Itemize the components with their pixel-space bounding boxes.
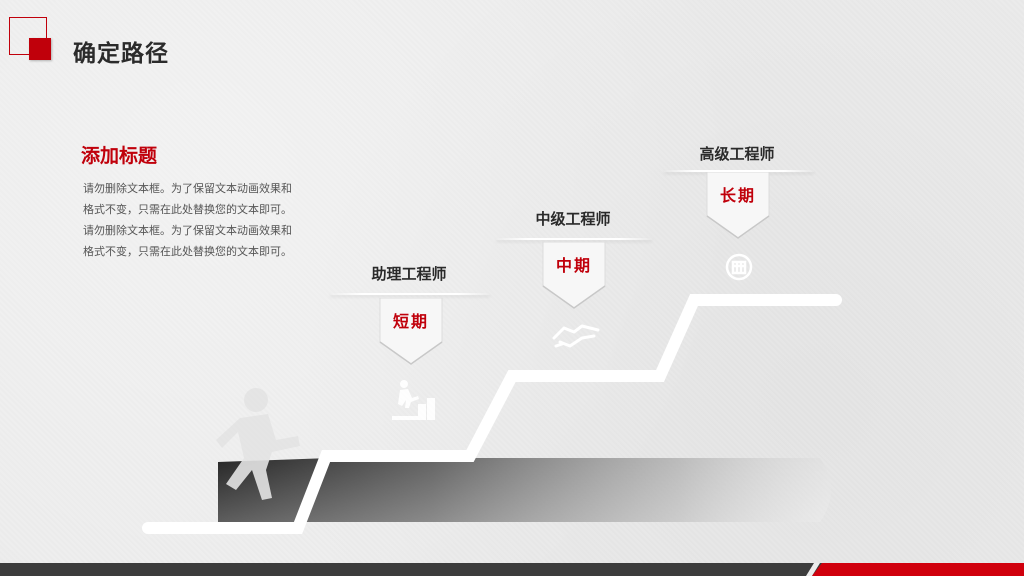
page-title: 确定路径 (73, 41, 169, 67)
stage-shelf-2 (496, 238, 652, 240)
logo-outline (9, 17, 47, 55)
stage-tag-3: 长期 (705, 171, 771, 240)
tag-shape (379, 297, 443, 365)
stage-title-2: 中级工程师 (535, 210, 611, 228)
running-person-icon (216, 388, 300, 500)
content-paragraph: 请勿删除文本框。为了保留文本动画效果和格式不变，只需在此处替换您的文本即可。 (83, 182, 292, 216)
stage-shelf-1 (330, 293, 490, 295)
tag-shape (706, 171, 770, 239)
climbing-steps-icon (392, 380, 435, 420)
stage-tag-1: 短期 (378, 297, 444, 366)
tag-label: 中期 (555, 256, 592, 275)
footer-bar (0, 563, 1024, 576)
tag-label: 长期 (719, 186, 756, 205)
tag-label: 短期 (392, 312, 429, 331)
footer-accent-bar (812, 563, 1024, 576)
content-body: 请勿删除文本框。为了保留文本动画效果和格式不变，只需在此处替换您的文本即可。 请… (83, 178, 293, 262)
stage-title-3: 高级工程师 (699, 145, 775, 163)
tag-shape (542, 241, 606, 309)
calendar-icon (725, 253, 753, 281)
stage-shelf-3 (664, 170, 814, 172)
stage-title-1: 助理工程师 (371, 265, 447, 283)
handshake-icon (552, 324, 600, 348)
content-title: 添加标题 (81, 145, 158, 167)
content-paragraph: 请勿删除文本框。为了保留文本动画效果和格式不变，只需在此处替换您的文本即可。 (83, 224, 292, 258)
logo-mark (9, 17, 53, 63)
logo-fill (29, 38, 51, 60)
staircase-path (142, 294, 842, 534)
stage-tag-2: 中期 (541, 241, 607, 310)
